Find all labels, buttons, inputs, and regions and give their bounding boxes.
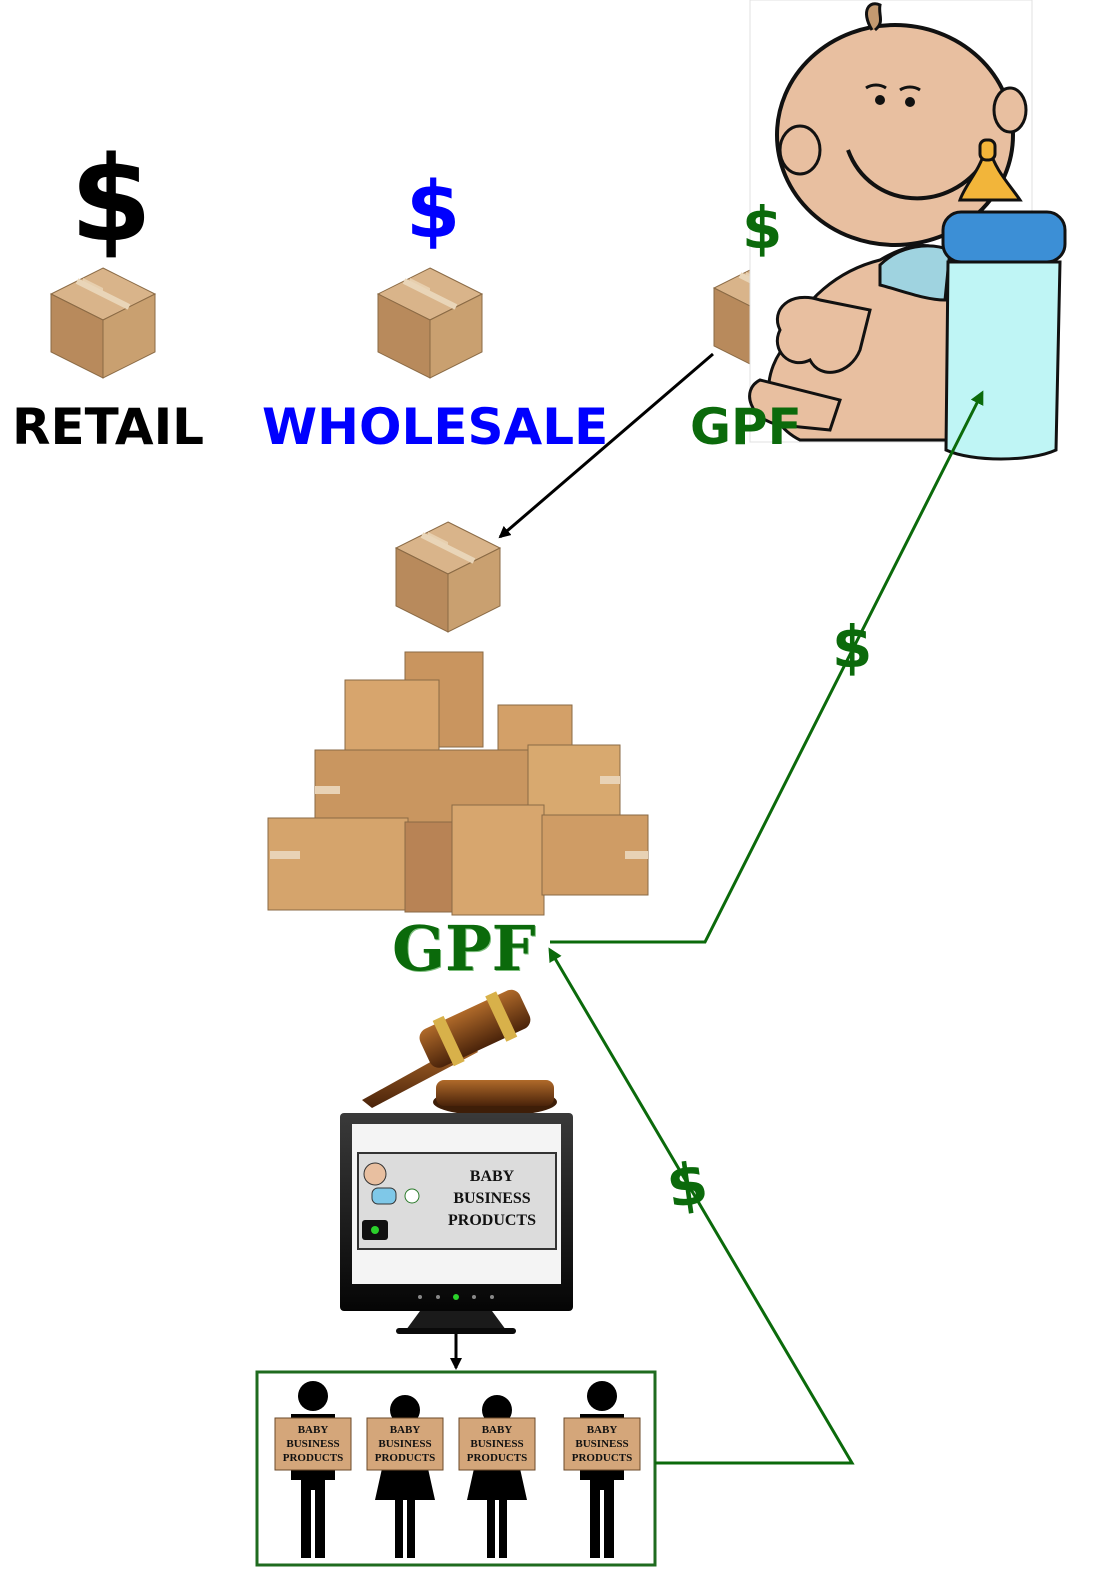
gpf-hub-label: GPF — [392, 912, 536, 985]
wholesale-label: WHOLESALE — [262, 398, 609, 456]
monitor-icon — [340, 1113, 573, 1334]
product-sign-text: BABY BUSINESS PRODUCTS — [276, 1423, 350, 1465]
gavel-icon — [362, 989, 557, 1116]
supply-arrow — [498, 352, 714, 539]
product-sign — [563, 1417, 641, 1471]
person-icon — [563, 1381, 641, 1558]
product-sign-text: BABY BUSINESS PRODUCTS — [460, 1423, 534, 1465]
box-icon — [378, 268, 482, 378]
baby-icon — [748, 0, 1033, 443]
buyer-figures — [274, 1381, 641, 1558]
retail-price-symbol: $ — [70, 130, 153, 268]
wholesale-price-symbol: $ — [406, 166, 461, 256]
product-sign-line: BABY — [297, 1424, 329, 1436]
box-pile-icon — [267, 651, 649, 916]
product-sign-line: PRODUCTS — [466, 1452, 528, 1464]
money-flow-gpf-to-baby — [550, 390, 984, 944]
product-sign-line: BUSINESS — [286, 1438, 340, 1450]
screen-title-line: BUSINESS — [453, 1190, 531, 1207]
money-flow-buyers-to-gpf — [548, 947, 855, 1465]
product-sign-text: BABY BUSINESS PRODUCTS — [368, 1423, 442, 1465]
product-sign-line: BUSINESS — [575, 1438, 629, 1450]
product-sign-text: BABY BUSINESS PRODUCTS — [565, 1423, 639, 1465]
product-sign-line: PRODUCTS — [282, 1452, 344, 1464]
product-sign — [274, 1417, 352, 1471]
product-sign — [458, 1417, 536, 1471]
person-icon — [458, 1395, 536, 1558]
product-sign-line: BABY — [389, 1424, 421, 1436]
person-icon — [366, 1395, 444, 1558]
product-sign — [366, 1417, 444, 1471]
product-sign-line: BABY — [481, 1424, 513, 1436]
baby-bottle-icon — [941, 138, 1067, 461]
buyers-group — [255, 1370, 657, 1567]
screen-title-line: BABY — [469, 1168, 515, 1185]
product-sign-line: PRODUCTS — [374, 1452, 436, 1464]
gpf-price-symbol: $ — [742, 194, 783, 262]
box-icon — [51, 268, 155, 378]
product-sign-line: BABY — [586, 1424, 618, 1436]
product-sign-line: BUSINESS — [378, 1438, 432, 1450]
person-icon — [274, 1381, 352, 1558]
screen-title-line: PRODUCTS — [447, 1212, 536, 1229]
screen-title: BABY BUSINESS PRODUCTS — [432, 1166, 552, 1232]
product-sign-line: BUSINESS — [470, 1438, 524, 1450]
retail-label: RETAIL — [12, 398, 205, 456]
money-flow-label-lower: $ — [662, 1148, 712, 1222]
gpf-tier-label: GPF — [690, 398, 802, 456]
money-flow-label-upper: $ — [832, 613, 873, 681]
product-sign-line: PRODUCTS — [571, 1452, 633, 1464]
box-icon — [396, 522, 500, 632]
